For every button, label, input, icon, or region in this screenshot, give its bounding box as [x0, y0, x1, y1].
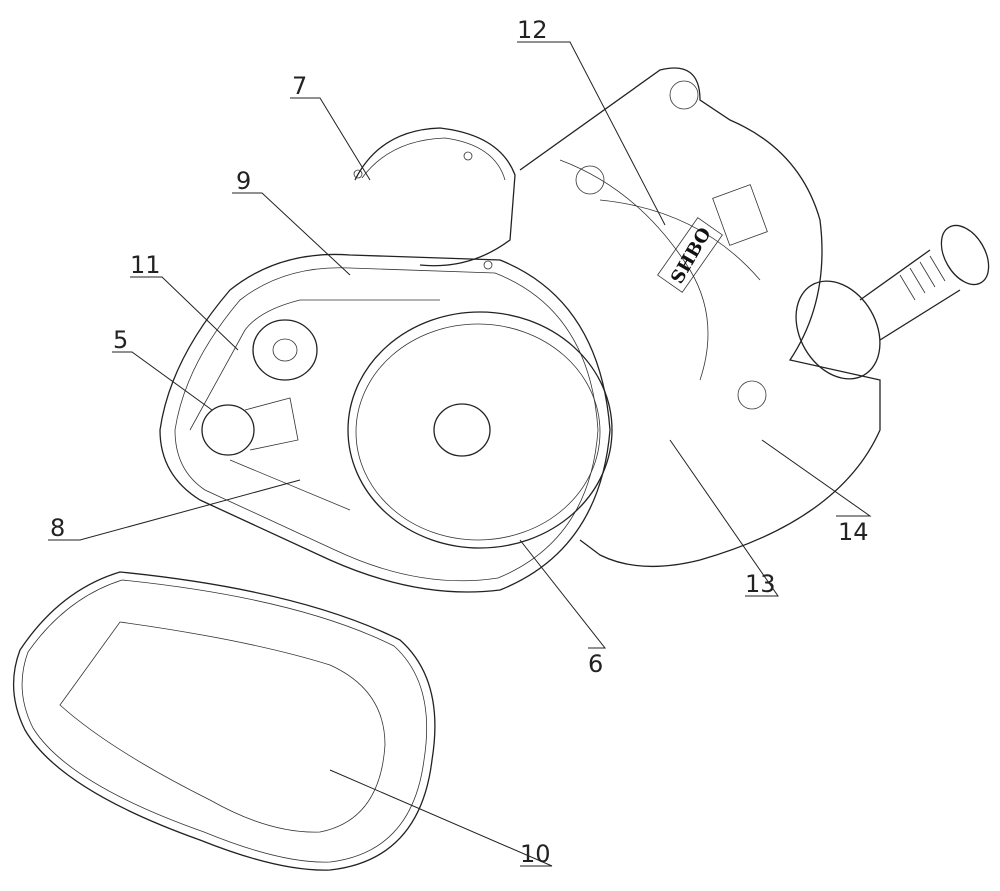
label-7: 7: [292, 72, 307, 100]
label-9: 9: [236, 167, 251, 195]
output-shaft: [795, 224, 990, 380]
label-8: 8: [50, 514, 65, 542]
tensioner-pulley: [252, 319, 318, 381]
label-6: 6: [588, 650, 603, 678]
belt-housing: [159, 253, 611, 593]
driven-pulley: [347, 311, 613, 549]
label-5: 5: [113, 326, 128, 354]
cover-plate: [12, 571, 436, 871]
drive-pulley: [201, 397, 299, 456]
label-12: 12: [517, 16, 548, 44]
brand-text: SHBO: [667, 224, 716, 288]
label-14: 14: [838, 518, 869, 546]
motor: [353, 127, 516, 270]
label-10: 10: [520, 840, 551, 868]
label-11: 11: [130, 251, 161, 279]
leader-lines: [48, 41, 872, 867]
label-13: 13: [745, 570, 776, 598]
